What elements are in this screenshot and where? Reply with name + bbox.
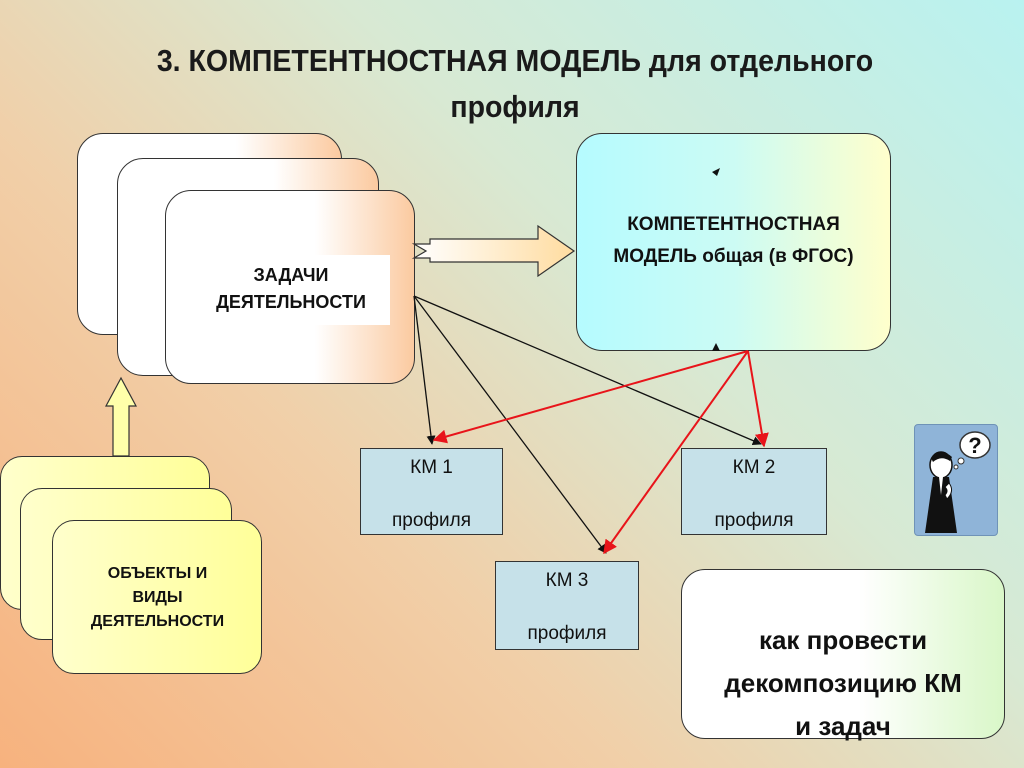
objects-label: ОБЪЕКТЫ И ВИДЫ ДЕЯТЕЛЬНОСТИ <box>55 562 260 634</box>
question-text: как провести декомпозицию КМ и задач <box>681 619 1005 748</box>
km3-label: КМ 3 <box>545 570 589 591</box>
tasks-label-line-1: ЗАДАЧИ <box>253 265 329 285</box>
arrow-tasks-to-km1 <box>413 295 436 445</box>
general-model-label: КОМПЕТЕНТНОСТНАЯ МОДЕЛЬ общая (в ФГОС) <box>576 209 891 273</box>
objects-label-line-1: ОБЪЕКТЫ И <box>107 565 208 582</box>
objects-label-line-3: ДЕЯТЕЛЬНОСТИ <box>90 613 225 630</box>
arrow-tasks-to-km3 <box>413 295 607 554</box>
page-title: 3. КОМПЕТЕНТНОСТНАЯ МОДЕЛЬ для отдельног… <box>115 38 915 130</box>
question-line-1: как провести <box>758 625 928 655</box>
km1-sub: профиля <box>391 510 472 531</box>
general-model-line-1: КОМПЕТЕНТНОСТНАЯ <box>627 214 840 235</box>
general-model-line-2: МОДЕЛЬ общая (в ФГОС) <box>613 246 854 267</box>
km2-label: КМ 2 <box>732 457 776 478</box>
arrow-tasks-to-km2 <box>413 295 762 445</box>
thinking-person-icon: ? <box>914 424 998 536</box>
km1-box: КМ 1 профиля <box>360 448 503 535</box>
objects-card-front <box>52 520 262 674</box>
question-mark: ? <box>968 433 981 458</box>
arrow-model-to-km1 <box>432 350 749 444</box>
block-arrow-objects-to-tasks <box>104 376 138 457</box>
km1-label: КМ 1 <box>410 457 453 478</box>
km2-sub: профиля <box>714 510 794 531</box>
title-line-1: 3. КОМПЕТЕНТНОСТНАЯ МОДЕЛЬ для отдельног… <box>156 43 874 78</box>
km3-box: КМ 3 профиля <box>495 561 639 650</box>
km2-box: КМ 2 профиля <box>681 448 827 535</box>
thinking-person-drawing: ? <box>925 431 991 533</box>
km3-sub: профиля <box>527 623 607 644</box>
tasks-label-line-2: ДЕЯТЕЛЬНОСТИ <box>216 292 366 312</box>
title-line-2: профиля <box>450 89 580 124</box>
question-box <box>681 569 1005 739</box>
tasks-label: ЗАДАЧИ ДЕЯТЕЛЬНОСТИ <box>192 255 390 325</box>
question-line-3: и задач <box>795 711 891 741</box>
model-top-marker <box>712 168 720 176</box>
arrow-model-to-km2 <box>747 350 769 448</box>
model-bottom-marker <box>712 343 720 351</box>
arrow-model-to-km3 <box>603 350 749 555</box>
general-model-box <box>576 133 891 351</box>
objects-label-line-2: ВИДЫ <box>132 589 183 606</box>
block-arrow-tasks-to-model <box>411 224 576 278</box>
question-line-2: декомпозицию КМ <box>724 668 962 698</box>
